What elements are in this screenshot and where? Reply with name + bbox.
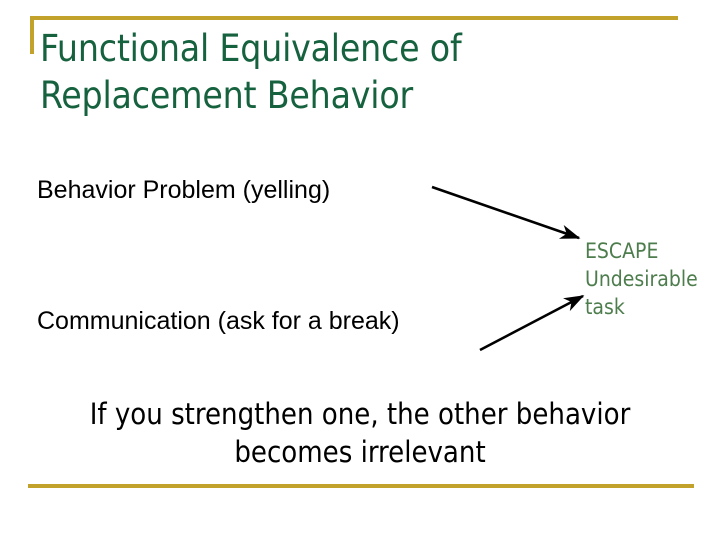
escape-function-callout: ESCAPE Undesirable task (585, 239, 698, 319)
behavior-problem-label: Behavior Problem (yelling) (37, 176, 331, 204)
summary-statement: If you strengthen one, the other behavio… (89, 397, 631, 469)
communication-label: Communication (ask for a break) (37, 307, 400, 335)
gold-rule-left (30, 16, 34, 54)
arrow-behavior-to-escape (431, 185, 581, 240)
arrow-communication-to-escape (479, 294, 585, 352)
gold-rule-top (30, 16, 678, 20)
slide-title: Functional Equivalence of Replacement Be… (40, 27, 462, 117)
gold-rule-bottom (28, 484, 694, 488)
